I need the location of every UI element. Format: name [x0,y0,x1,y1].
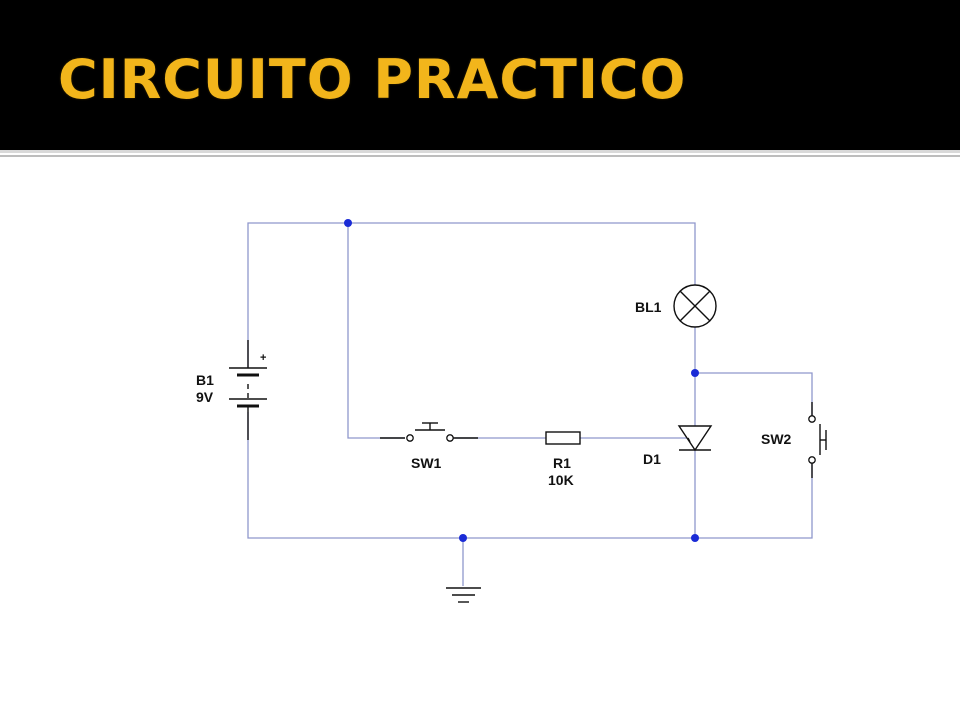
node-bottom-right [691,534,699,542]
wire-sw2-top [695,372,813,416]
switch-sw2-symbol [808,402,827,478]
wire-bottom-left [247,412,695,539]
switch1-ref: SW1 [411,455,442,471]
battery-ref: B1 [196,372,214,388]
wire-top [247,222,696,368]
battery-polarity: + [260,352,266,364]
wire-branch-to-sw1 [347,223,405,439]
lamp-ref: BL1 [635,299,662,315]
resistor-r1-symbol [545,431,581,445]
slide-title: CIRCUITO PRACTICO [58,48,687,111]
wires [247,222,813,586]
title-bar: CIRCUITO PRACTICO [0,0,960,150]
switch-sw1-symbol [380,422,478,442]
junction-nodes [344,219,699,542]
battery-b1-symbol [229,340,267,440]
title-divider-secondary [0,155,960,157]
thyristor-d1-symbol [677,425,713,452]
battery-value: 9V [196,389,214,405]
resistor-ref: R1 [553,455,571,471]
title-divider [0,150,960,153]
switch2-ref: SW2 [761,431,792,447]
thyristor-ref: D1 [643,451,661,467]
node-lamp-cathode [691,369,699,377]
node-top [344,219,352,227]
wire-sw2-bottom [695,460,813,539]
resistor-value: 10K [548,472,574,488]
ground-symbol [446,587,481,603]
lamp-bl1-symbol [673,284,717,328]
node-ground [459,534,467,542]
